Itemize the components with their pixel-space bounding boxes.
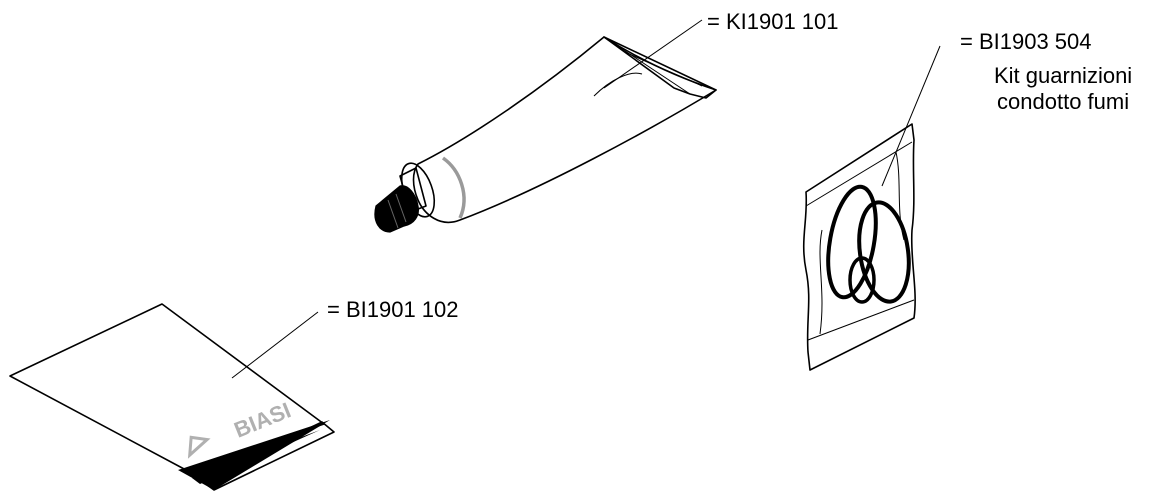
manual-part-code: = BI1901 102 xyxy=(327,297,459,322)
tube-part-code: = KI1901 101 xyxy=(707,9,839,34)
seal-kit-part-code: = BI1903 504 xyxy=(960,29,1092,54)
manual-booklet-icon: BIASI xyxy=(9,303,335,491)
seal-kit-description: Kit guarnizioni condotto fumi xyxy=(994,63,1132,115)
seal-kit-description-line1: Kit guarnizioni xyxy=(994,63,1133,88)
gasket-bag-icon xyxy=(802,45,941,371)
seal-kit-description-line2: condotto fumi xyxy=(997,89,1130,114)
grease-tube-icon xyxy=(374,19,717,233)
